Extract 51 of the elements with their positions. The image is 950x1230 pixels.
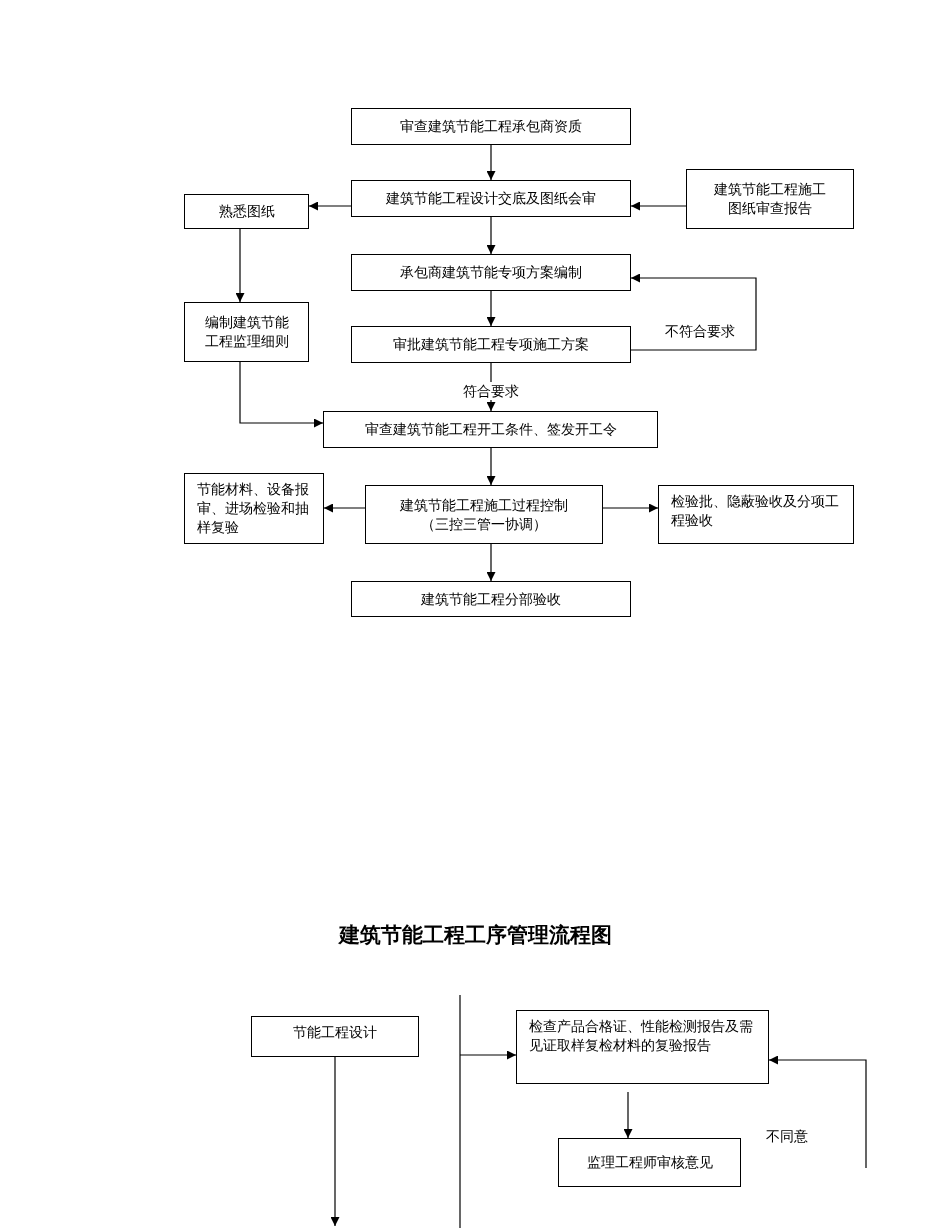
arrow: [459, 1050, 517, 1060]
process-box: [184, 302, 309, 362]
diagram-title: 建筑节能工程工序管理流程图: [337, 921, 613, 949]
process-box: [558, 1138, 741, 1187]
process-box: [351, 108, 631, 145]
arrow: [768, 1055, 867, 1169]
arrow: [239, 361, 324, 428]
process-box: [351, 254, 631, 291]
process-box: [686, 169, 854, 229]
arrow: [486, 144, 496, 181]
note-text: 不同意: [766, 1128, 808, 1146]
process-box: [351, 326, 631, 363]
box-text: 检查产品合格证、性能检测报告及需见证取样复检材料的复验报告: [529, 1017, 754, 1055]
box-text: 建筑节能工程施工过程控制: [400, 495, 568, 515]
box-text: 建筑节能工程分部验收: [421, 589, 561, 609]
box-text: 节能材料、设备报审、进场检验和抽样复验: [197, 480, 310, 537]
box-text: 建筑节能工程施工图纸审查报告: [713, 180, 827, 218]
box-text: 审批建筑节能工程专项施工方案: [393, 335, 589, 354]
arrow: [602, 503, 659, 513]
process-box: [251, 1016, 419, 1057]
arrow: [623, 1091, 633, 1139]
arrow: [308, 201, 352, 211]
process-box: [184, 194, 309, 229]
process-box: [184, 473, 324, 544]
arrow: [630, 273, 757, 351]
box-text: 监理工程师审核意见: [586, 1153, 713, 1172]
process-box: [351, 581, 631, 617]
box-text: 承包商建筑节能专项方案编制: [400, 263, 582, 282]
box-text: 审查建筑节能工程承包商资质: [400, 117, 582, 136]
process-box: [516, 1010, 769, 1084]
process-box: [323, 411, 658, 448]
box-text: 建筑节能工程设计交底及图纸会审: [386, 189, 596, 208]
process-box: [365, 485, 603, 544]
arrow: [323, 503, 366, 513]
arrow: [630, 201, 687, 211]
box-text: （三控三管一协调）: [421, 514, 547, 534]
box-text: 检验批、隐蔽验收及分项工程验收: [671, 492, 840, 530]
arrow: [486, 290, 496, 327]
edge-label: 不符合要求: [665, 322, 735, 340]
process-box: [658, 485, 854, 544]
box-text: 编制建筑节能工程监理细则: [203, 313, 290, 351]
arrow: [486, 216, 496, 255]
box-text: 节能工程设计: [293, 1023, 377, 1042]
arrow: [235, 228, 245, 303]
edge-label: 符合要求: [463, 382, 519, 400]
process-box: [351, 180, 631, 217]
arrow: [486, 543, 496, 582]
arrow: [486, 447, 496, 486]
box-text: 审查建筑节能工程开工条件、签发开工令: [364, 420, 617, 439]
arrow: [330, 1056, 340, 1227]
box-text: 熟悉图纸: [218, 202, 275, 221]
